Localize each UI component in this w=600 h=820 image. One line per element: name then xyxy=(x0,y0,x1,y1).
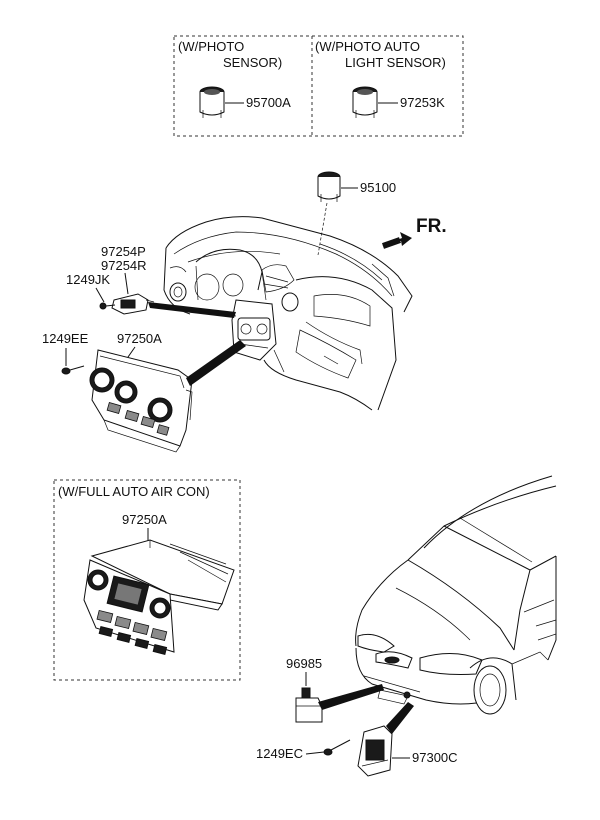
dashboard-illustration xyxy=(163,216,413,411)
auto-light-sensor-part-number: 97253K xyxy=(400,95,445,110)
ambient-sensor-part xyxy=(295,687,323,723)
interior-temp-sensor-part xyxy=(111,293,155,315)
photo-sensor-title-line2: SENSOR) xyxy=(223,55,282,70)
humidity-sensor-part-number: 97300C xyxy=(412,750,458,765)
dashboard-sensor-part-number: 95100 xyxy=(360,180,396,195)
car-front-illustration xyxy=(355,475,557,715)
front-direction-arrow xyxy=(382,232,412,249)
front-label: FR. xyxy=(416,216,447,237)
humidity-sensor-part xyxy=(357,725,393,777)
sensor-97254p-part-number: 97254P xyxy=(101,244,146,259)
screw-1249ec-part-number: 1249EC xyxy=(256,746,303,761)
heater-control-unit xyxy=(89,349,193,453)
photo-sensor-part-number: 95700A xyxy=(246,95,291,110)
auto-light-sensor-title-line2: LIGHT SENSOR) xyxy=(345,55,446,70)
photo-sensor-option-box: (W/PHOTO SENSOR) (W/PHOTO AUTO LIGHT SEN… xyxy=(173,35,464,137)
photo-sensor-part xyxy=(199,86,225,118)
auto-light-sensor-title-line1: (W/PHOTO AUTO xyxy=(315,39,420,54)
full-auto-title: (W/FULL AUTO AIR CON) xyxy=(58,484,210,499)
screw-1249ee xyxy=(61,365,85,375)
photo-sensor-title-line1: (W/PHOTO xyxy=(178,39,244,54)
screw-1249jk-part-number: 1249JK xyxy=(66,272,110,287)
screw-1249ec xyxy=(323,739,351,756)
ambient-sensor-part-number: 96985 xyxy=(286,656,322,671)
full-auto-part-number: 97250A xyxy=(122,512,167,527)
dashboard-sensor-part xyxy=(317,171,341,202)
screw-1249ee-part-number: 1249EE xyxy=(42,331,89,346)
sensor-97254r-part-number: 97254R xyxy=(101,258,147,273)
auto-light-sensor-part xyxy=(352,86,378,118)
screw-1249jk xyxy=(99,302,116,310)
full-auto-control-unit xyxy=(83,539,235,655)
control-unit-part-number: 97250A xyxy=(117,331,162,346)
full-auto-air-con-box: (W/FULL AUTO AIR CON) 97250A xyxy=(53,479,241,681)
